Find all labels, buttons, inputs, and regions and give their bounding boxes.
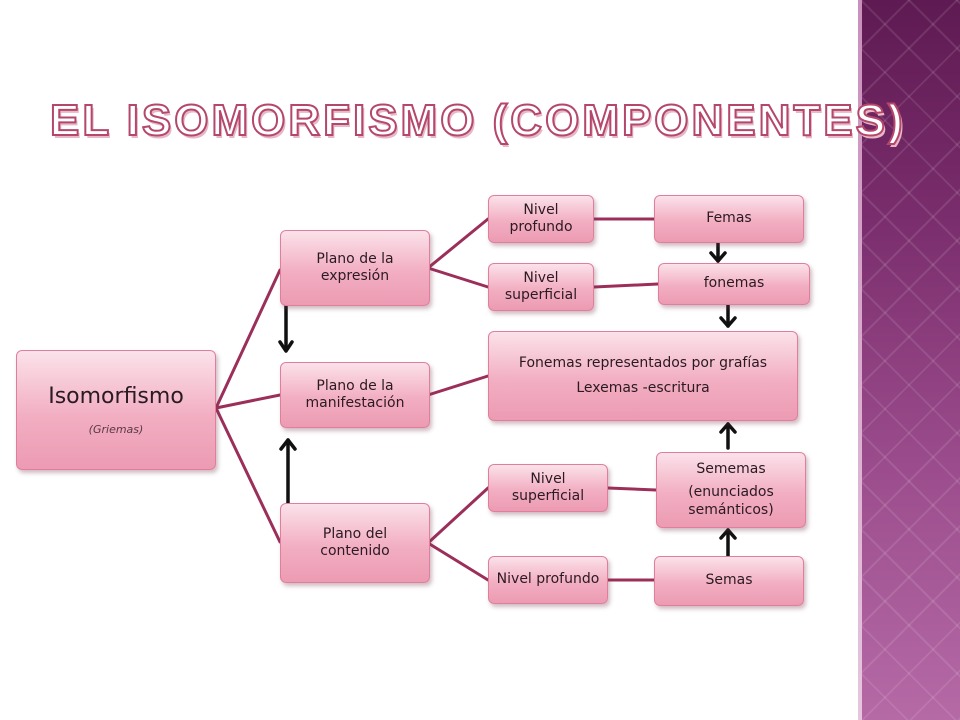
arrow-sememas-to-grafias-icon — [719, 422, 737, 450]
node-plano-expresion: Plano de la expresión — [280, 230, 430, 306]
node-nivel-superficial-contenido-label: Nivel superficial — [511, 470, 585, 505]
node-plano-contenido: Plano del contenido — [280, 503, 430, 583]
node-plano-manifestacion-label: Plano de la manifestación — [305, 377, 405, 412]
node-plano-contenido-label: Plano del contenido — [320, 525, 390, 560]
link-root-expresion — [214, 268, 282, 410]
arrow-expresion-to-manifestacion-icon — [278, 303, 294, 353]
node-fonemas-grafias: Fonemas representados por grafías Lexema… — [488, 331, 798, 421]
node-nivel-superficial-expresion: Nivel superficial — [488, 263, 594, 311]
node-isomorfismo-author: (Griemas) — [88, 422, 144, 436]
arrow-fonemas-to-grafias-icon — [719, 302, 737, 328]
node-fonemas-grafias-line1: Fonemas representados por grafías — [518, 354, 768, 371]
node-sememas-line2: (enunciados semánticos) — [688, 484, 774, 518]
node-femas-label: Femas — [706, 210, 752, 227]
link-expresion-profundo — [426, 217, 490, 270]
node-plano-manifestacion: Plano de la manifestación — [280, 362, 430, 428]
link-root-contenido — [214, 406, 282, 544]
node-nivel-profundo-expresion: Nivel profundo — [488, 195, 594, 243]
link-contenido-superficial — [426, 486, 490, 545]
link-superficial-fonemas — [592, 282, 660, 289]
link-expresion-superficial — [426, 266, 490, 289]
node-semas: Semas — [654, 556, 804, 606]
node-fonemas-grafias-line2: Lexemas -escritura — [576, 380, 710, 396]
node-plano-expresion-label: Plano de la expresión — [316, 250, 394, 285]
node-nivel-superficial-contenido: Nivel superficial — [488, 464, 608, 512]
node-nivel-profundo-contenido: Nivel profundo — [488, 556, 608, 604]
node-sememas: Sememas (enunciados semánticos) — [656, 452, 806, 528]
decorative-side-band — [858, 0, 960, 720]
node-sememas-line1: Sememas — [696, 460, 766, 477]
link-manifestacion-fonemas-grafias — [426, 374, 490, 397]
node-nivel-profundo-contenido-label: Nivel profundo — [496, 571, 600, 588]
link-root-manifestacion — [214, 393, 282, 410]
node-isomorfismo-label: Isomorfismo — [48, 384, 184, 410]
link-superficial-sememas — [606, 486, 658, 492]
arrow-semas-to-sememas-icon — [719, 528, 737, 558]
node-nivel-superficial-expresion-label: Nivel superficial — [504, 269, 578, 304]
node-nivel-profundo-expresion-label: Nivel profundo — [509, 201, 573, 236]
node-fonemas: fonemas — [658, 263, 810, 305]
node-fonemas-label: fonemas — [703, 275, 765, 292]
link-contenido-profundo — [426, 541, 490, 582]
node-isomorfismo: Isomorfismo (Griemas) — [16, 350, 216, 470]
node-semas-label: Semas — [705, 572, 753, 589]
page-title: EL ISOMORFISMO (COMPONENTES) — [49, 95, 906, 146]
arrow-contenido-to-manifestacion-icon — [279, 438, 297, 512]
node-femas: Femas — [654, 195, 804, 243]
